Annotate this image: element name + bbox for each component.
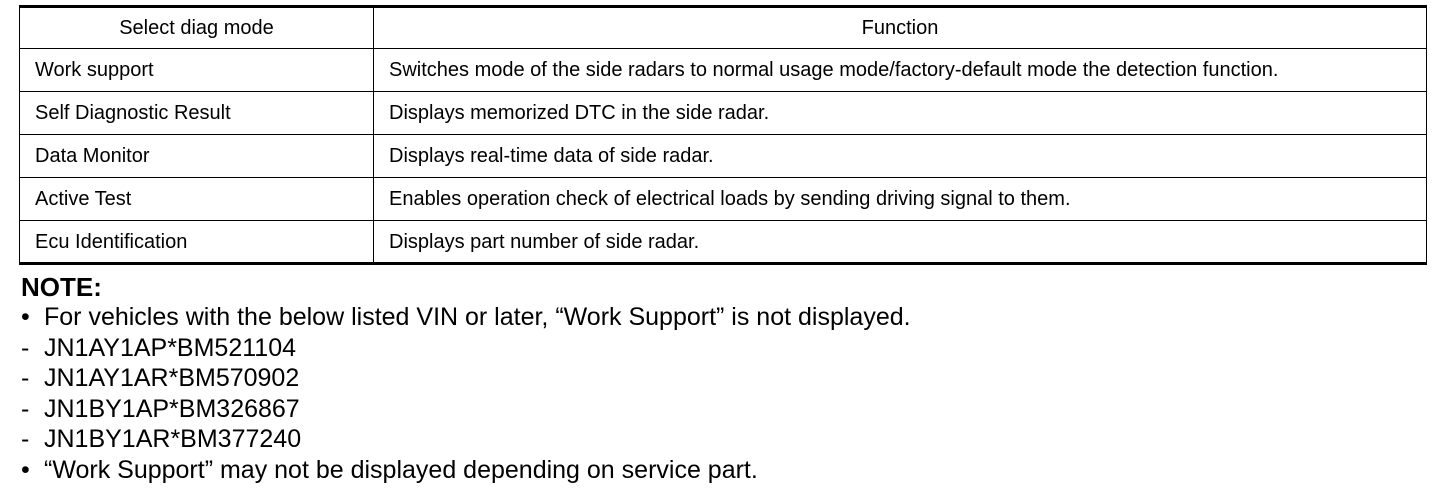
vin-text: JN1BY1AR*BM377240 (44, 425, 302, 453)
note-vin-line: - JN1BY1AP*BM326867 (21, 394, 1441, 425)
diag-mode-cell: Self Diagnostic Result (19, 91, 374, 135)
table-header-row: Select diag mode Function (19, 5, 1427, 49)
dash-mark: - (21, 364, 30, 392)
diag-mode-cell: Data Monitor (19, 134, 374, 178)
note-vin-line: - JN1AY1AR*BM570902 (21, 363, 1441, 394)
note-section: NOTE: • For vehicles with the below list… (21, 272, 1441, 485)
note-bullet-line: • For vehicles with the below listed VIN… (21, 302, 1441, 333)
diag-mode-cell: Ecu Identification (19, 220, 374, 265)
header-select-diag-mode: Select diag mode (19, 5, 374, 49)
diag-mode-cell: Active Test (19, 177, 374, 221)
function-cell: Displays part number of side radar. (373, 220, 1427, 265)
vin-text: JN1BY1AP*BM326867 (44, 394, 300, 423)
note-vin-line: - JN1BY1AR*BM377240 (21, 424, 1441, 455)
function-cell: Displays real-time data of side radar. (373, 134, 1427, 178)
diag-mode-cell: Work support (19, 48, 374, 92)
table-row: Active Test Enables operation check of e… (19, 177, 1427, 221)
note-text: “Work Support” may not be displayed depe… (44, 455, 758, 484)
table-row: Data Monitor Displays real-time data of … (19, 134, 1427, 178)
table-row: Work support Switches mode of the side r… (19, 48, 1427, 92)
table-row: Ecu Identification Displays part number … (19, 220, 1427, 265)
note-bullet-line: • “Work Support” may not be displayed de… (21, 455, 1441, 486)
dash-mark: - (21, 333, 30, 362)
vin-text: JN1AY1AR*BM570902 (44, 364, 300, 392)
vin-text: JN1AY1AP*BM521104 (44, 333, 297, 362)
function-cell: Displays memorized DTC in the side radar… (373, 91, 1427, 135)
dash-mark: - (21, 425, 30, 453)
bullet-mark: • (21, 455, 30, 484)
header-function: Function (373, 5, 1427, 49)
function-cell: Enables operation check of electrical lo… (373, 177, 1427, 221)
bullet-mark: • (21, 303, 30, 331)
table-row: Self Diagnostic Result Displays memorize… (19, 91, 1427, 135)
note-vin-line: - JN1AY1AP*BM521104 (21, 333, 1441, 364)
note-title: NOTE: (21, 272, 102, 302)
note-text: For vehicles with the below listed VIN o… (44, 303, 911, 331)
diag-mode-table: Select diag mode Function Work support S… (19, 5, 1427, 265)
dash-mark: - (21, 394, 30, 423)
function-cell: Switches mode of the side radars to norm… (373, 48, 1427, 92)
